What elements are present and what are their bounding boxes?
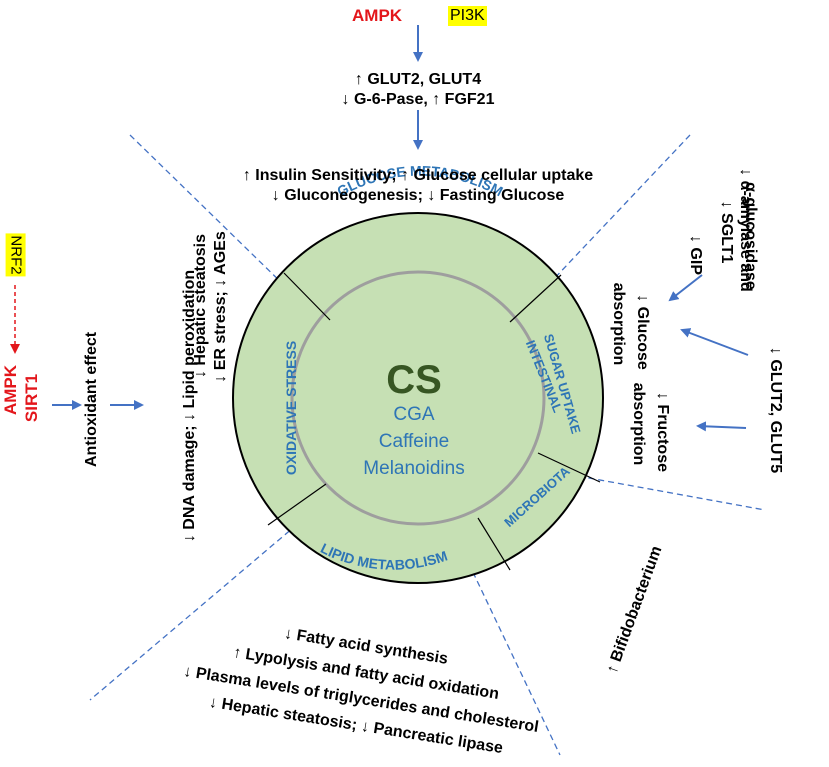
center-line-3: Melanoidins — [363, 458, 464, 479]
center-line-2: Caffeine — [379, 431, 449, 452]
glucose-absorption-2: absorption — [610, 282, 627, 366]
ring-separators — [267, 272, 601, 571]
antioxidant-effect-label: Antioxidant effect — [83, 331, 100, 467]
glut2-glut5-label: ↓ GLUT2, GLUT5 — [767, 346, 784, 474]
nrf2-label: NRF2 — [5, 233, 26, 277]
pathway-arrows — [52, 25, 749, 432]
sglt1-arrow — [668, 274, 703, 302]
top-ampk-label: AMPK — [352, 6, 403, 25]
divider-right — [489, 459, 766, 511]
oxidative-effect-3: ↓ ER stress; ↓ AGEs — [212, 231, 229, 383]
glut-glucose-arrow — [680, 328, 749, 356]
top-gluconeogenesis-line: ↓ Gluconeogenesis; ↓ Fasting Glucose — [271, 187, 565, 204]
inner-circle — [290, 270, 546, 526]
oxidative-stress-label: OXIDATIVE STRESS — [283, 341, 299, 475]
oxidative-effect-2: ↓ Hepatic steatosis — [192, 233, 209, 379]
gip-label: ↓ GIP — [687, 234, 704, 275]
sglt1-label: ↓ SGLT1 — [718, 200, 735, 264]
glucose-absorption-1: ↓ Glucose — [634, 294, 651, 370]
left-sirt1-label: SIRT1 — [22, 373, 42, 423]
left-ampk-label: AMPK — [1, 364, 21, 416]
center-line-1: CGA — [393, 404, 435, 425]
center-title: CS — [386, 358, 442, 402]
top-glut-line: ↑ GLUT2, GLUT4 — [354, 71, 482, 88]
divider-lower-left — [89, 504, 321, 701]
fructose-absorption-1: ↓ Fructose — [654, 391, 671, 472]
glut-fructose-arrow — [696, 421, 747, 432]
fructose-absorption-2: absorption — [630, 382, 647, 466]
amylase-line-2: α-glucosidase — [742, 182, 759, 290]
top-pi3k-label: PI3K — [448, 6, 487, 26]
top-g6pase-line: ↓ G-6-Pase, ↑ FGF21 — [341, 91, 495, 108]
top-insulin-line: ↑ Insulin Sensitivity; ↑ Glucose cellula… — [242, 167, 594, 184]
divider-lower-right — [459, 544, 561, 756]
